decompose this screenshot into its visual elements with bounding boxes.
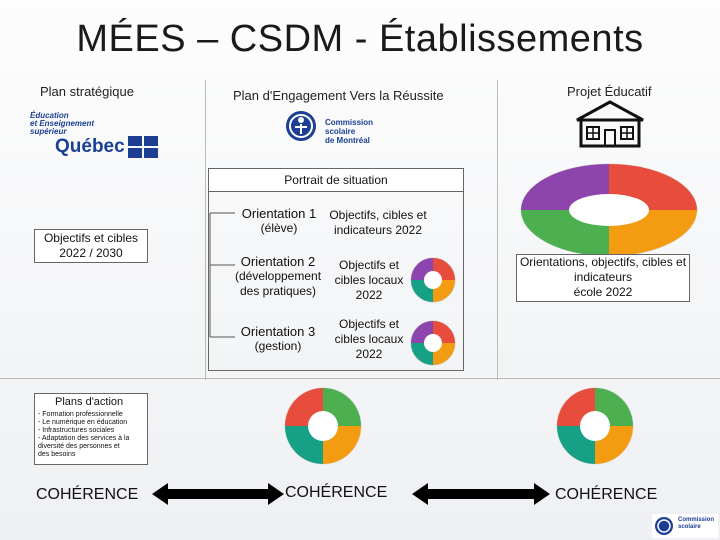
double-arrow-left-icon [152,483,284,505]
orientation-2-sub: (développement [234,269,322,283]
quebec-logo-line2: et Enseignement [30,119,95,128]
quebec-logo-word: Québec [55,136,125,157]
plans-action-title: Plans d'action [55,396,124,408]
orientation-3-title: Orientation 3 [240,324,316,339]
corner-csdm-logo: Commission scolaire [652,514,718,538]
column-header-plan-strategique: Plan stratégique [40,84,134,99]
orientation-1-obj-line2: indicateurs 2022 [333,223,423,237]
school-icon [576,100,644,148]
corner-csdm-emblem-icon [655,517,673,535]
column-header-projet-educatif: Projet Éducatif [567,84,652,99]
orientation-1-title: Orientation 1 [241,206,317,221]
wheel-icon-right-bottom [556,387,634,465]
orientation-1-objectives: Objectifs, cibles et indicateurs 2022 [328,208,428,238]
plans-action-item-5: diversité des personnes et [38,443,120,450]
orientation-3-obj-line2: cibles locaux [334,332,404,346]
orientation-3-sub: (gestion) [254,339,302,353]
corner-logo-line2: scolaire [678,524,701,530]
orientation-3-obj-line3: 2022 [355,347,383,361]
divider-horizontal [0,378,720,379]
plans-action-item-2: - Le numérique en éducation [38,419,128,426]
csdm-line3: de Montréal [325,136,370,145]
orientation-2-obj-line3: 2022 [355,288,383,302]
orientation-2-obj-line2: cibles locaux [334,273,404,287]
quebec-logo-line3: supérieur [30,127,67,136]
orientation-2-title: Orientation 2 [240,254,316,269]
divider-right [497,80,498,380]
orientation-1-obj-line1: Objectifs, cibles et [329,208,427,222]
wheel-icon-small-2 [410,320,456,366]
orientation-1: Orientation 1 (élève) [234,206,324,236]
orientation-3-objectives: Objectifs et cibles locaux 2022 [330,317,408,362]
portrait-label: Portrait de situation [284,173,388,187]
plans-action-item-1: - Formation professionnelle [38,411,123,418]
corner-logo-line1: Commission [678,517,715,523]
connector-lines [209,212,235,338]
page-title: MÉES – CSDM - Établissements [76,18,644,60]
quebec-logo-line1: Éducation [30,111,69,120]
objectives-line2: 2022 / 2030 [59,246,123,260]
plans-action-item-3: - Infrastructures sociales [38,427,115,434]
coherence-label-left: COHÉRENCE [36,486,139,503]
column-header-pevr: Plan d'Engagement Vers la Réussite [233,88,444,103]
wheel-icon-small-1 [410,257,456,303]
coherence-label-right: COHÉRENCE [555,486,658,503]
objectives-cibles-box: Objectifs et cibles 2022 / 2030 [34,229,148,263]
wheel-icon-middle-bottom [284,387,362,465]
divider-left [205,80,206,380]
double-arrow-right-icon [412,483,550,505]
quebec-logo: Éducation et Enseignement supérieur Québ… [30,112,170,162]
orientation-2-sub2: des pratiques) [239,284,317,298]
csdm-line2: scolaire [325,127,356,136]
right-box-line3: école 2022 [573,285,633,299]
orientations-ecole-box: Orientations, objectifs, cibles et indic… [516,254,690,302]
fleur-de-lis-icon [128,136,158,158]
right-box-line2: indicateurs [573,270,633,284]
orientation-3: Orientation 3 (gestion) [232,324,324,354]
orientation-1-sub: (élève) [260,221,298,235]
wheel-icon-right-top [520,163,698,257]
objectives-line1: Objectifs et cibles [43,231,139,245]
orientation-3-obj-line1: Objectifs et [338,317,400,331]
plans-action-box: Plans d'action - Formation professionnel… [34,393,148,465]
csdm-logo: Commission scolaire de Montréal [285,110,395,150]
plans-action-item-6: des besoins [38,451,76,458]
orientation-2-obj-line1: Objectifs et [338,258,400,272]
orientation-2: Orientation 2 (développement des pratiqu… [232,254,324,299]
csdm-emblem-icon [286,111,316,141]
plans-action-item-4: - Adaptation des services à la [38,435,130,442]
coherence-label-middle: COHÉRENCE [285,484,388,501]
orientations-frame [208,190,464,371]
csdm-line1: Commission [325,118,374,127]
right-box-line1: Orientations, objectifs, cibles et [519,255,687,269]
portrait-situation-box: Portrait de situation [208,168,464,192]
orientation-2-objectives: Objectifs et cibles locaux 2022 [330,258,408,303]
